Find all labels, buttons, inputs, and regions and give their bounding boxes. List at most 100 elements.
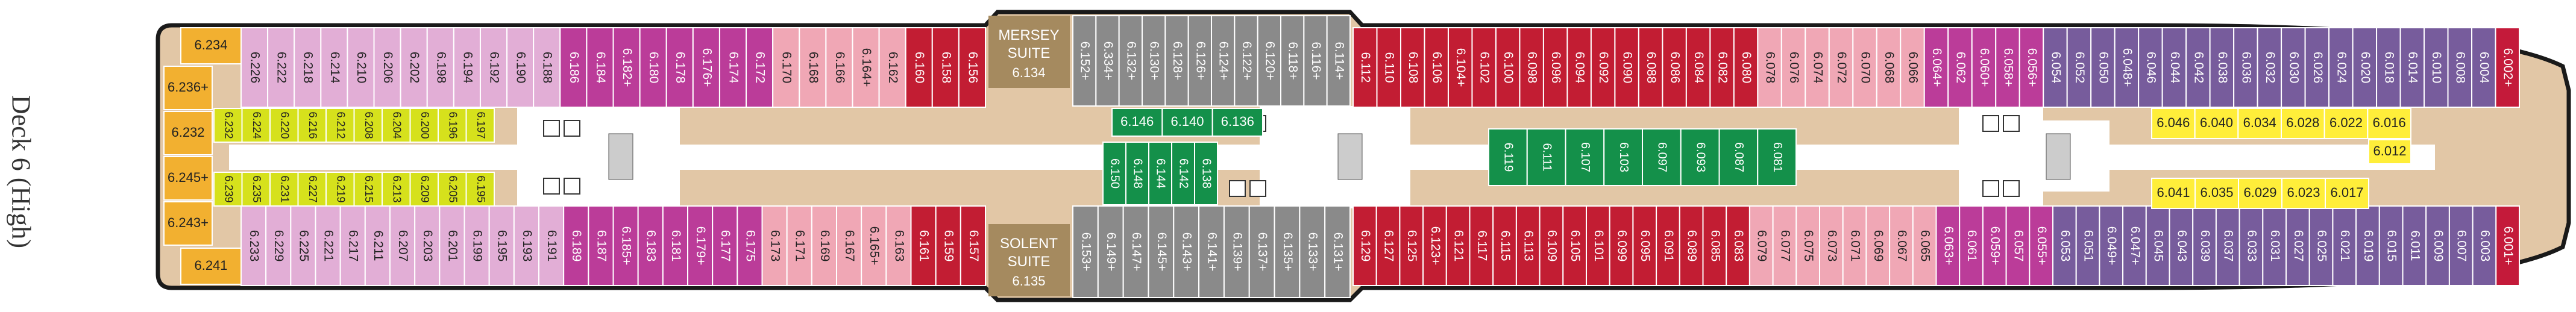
- cabin[interactable]: 6.071: [1842, 205, 1867, 286]
- cabin[interactable]: 6.139+: [1223, 205, 1250, 298]
- cabin[interactable]: 6.091: [1656, 205, 1680, 286]
- cabin[interactable]: 6.236+: [163, 66, 213, 110]
- cabin[interactable]: 6.179+: [687, 205, 714, 286]
- cabin[interactable]: 6.101: [1586, 205, 1610, 286]
- cabin[interactable]: 6.026: [2304, 27, 2330, 108]
- cabin[interactable]: 6.098: [1519, 27, 1544, 108]
- cabin[interactable]: 6.075: [1795, 205, 1821, 286]
- cabin[interactable]: 6.185+: [612, 205, 639, 286]
- cabin[interactable]: 6.123+: [1422, 205, 1447, 286]
- cabin[interactable]: 6.107: [1565, 128, 1605, 186]
- cabin[interactable]: 6.039: [2192, 205, 2217, 286]
- cabin[interactable]: 6.094: [1566, 27, 1592, 108]
- cabin[interactable]: 6.241: [180, 248, 242, 285]
- cabin[interactable]: 6.178: [665, 27, 694, 108]
- cabin[interactable]: 6.109: [1539, 205, 1564, 286]
- cabin[interactable]: 6.022: [2323, 108, 2369, 139]
- cabin[interactable]: 6.120+: [1257, 15, 1282, 107]
- cabin[interactable]: 6.031: [2262, 205, 2287, 286]
- cabin[interactable]: 6.232: [163, 111, 213, 155]
- cabin[interactable]: 6.051: [2075, 205, 2100, 286]
- mersey-suite[interactable]: MERSEY SUITE 6.134: [988, 16, 1070, 88]
- cabin[interactable]: 6.081: [1757, 128, 1797, 186]
- cabin[interactable]: 6.003: [2472, 205, 2497, 286]
- cabin[interactable]: 6.057: [2005, 205, 2031, 286]
- cabin[interactable]: 6.069: [1865, 205, 1891, 286]
- cabin[interactable]: 6.221: [315, 205, 341, 286]
- cabin[interactable]: 6.211: [364, 205, 391, 286]
- cabin[interactable]: 6.037: [2215, 205, 2240, 286]
- cabin[interactable]: 6.093: [1680, 128, 1720, 186]
- cabin[interactable]: 6.063+: [1935, 205, 1961, 286]
- cabin[interactable]: 6.165+: [861, 205, 887, 286]
- cabin[interactable]: 6.135+: [1274, 205, 1301, 298]
- cabin[interactable]: 6.114+: [1326, 15, 1351, 107]
- cabin[interactable]: 6.140: [1161, 108, 1213, 137]
- cabin[interactable]: 6.226: [240, 27, 269, 108]
- cabin[interactable]: 6.040: [2194, 108, 2239, 139]
- cabin[interactable]: 6.174: [718, 27, 747, 108]
- cabin[interactable]: 6.070: [1852, 27, 1877, 108]
- cabin[interactable]: 6.214: [320, 27, 348, 108]
- cabin[interactable]: 6.334+: [1095, 15, 1120, 107]
- cabin[interactable]: 6.222: [267, 27, 295, 108]
- cabin[interactable]: 6.203: [414, 205, 441, 286]
- cabin[interactable]: 6.076: [1780, 27, 1806, 108]
- cabin[interactable]: 6.224: [241, 108, 271, 143]
- cabin[interactable]: 6.195: [488, 205, 515, 286]
- cabin[interactable]: 6.172: [746, 27, 774, 108]
- cabin[interactable]: 6.235: [241, 172, 271, 207]
- cabin[interactable]: 6.001+: [2495, 205, 2520, 286]
- cabin[interactable]: 6.014: [2399, 27, 2425, 108]
- cabin[interactable]: 6.099: [1609, 205, 1634, 286]
- cabin[interactable]: 6.032: [2257, 27, 2282, 108]
- cabin[interactable]: 6.191: [538, 205, 565, 286]
- cabin[interactable]: 6.121: [1445, 205, 1471, 286]
- cabin[interactable]: 6.173: [761, 205, 788, 286]
- cabin[interactable]: 6.171: [786, 205, 812, 286]
- cabin[interactable]: 6.146: [1111, 108, 1163, 137]
- cabin[interactable]: 6.176+: [692, 27, 720, 108]
- cabin[interactable]: 6.072: [1828, 27, 1854, 108]
- cabin[interactable]: 6.127: [1375, 205, 1401, 286]
- cabin[interactable]: 6.131+: [1324, 205, 1351, 298]
- cabin[interactable]: 6.124+: [1211, 15, 1236, 107]
- cabin[interactable]: 6.016: [2367, 108, 2411, 139]
- cabin[interactable]: 6.212: [325, 108, 355, 143]
- cabin[interactable]: 6.008: [2447, 27, 2473, 108]
- cabin[interactable]: 6.219: [325, 172, 355, 207]
- cabin[interactable]: 6.148: [1125, 142, 1149, 205]
- cabin[interactable]: 6.086: [1662, 27, 1687, 108]
- cabin[interactable]: 6.080: [1733, 27, 1759, 108]
- cabin[interactable]: 6.181: [662, 205, 689, 286]
- cabin[interactable]: 6.126+: [1187, 15, 1212, 107]
- cabin[interactable]: 6.050: [2090, 27, 2116, 108]
- cabin[interactable]: 6.077: [1772, 205, 1797, 286]
- cabin[interactable]: 6.229: [265, 205, 292, 286]
- cabin[interactable]: 6.054: [2043, 27, 2068, 108]
- cabin[interactable]: 6.023: [2281, 178, 2326, 209]
- cabin[interactable]: 6.087: [1718, 128, 1759, 186]
- cabin[interactable]: 6.175: [737, 205, 763, 286]
- cabin[interactable]: 6.144: [1148, 142, 1172, 205]
- cabin[interactable]: 6.035: [2194, 178, 2239, 209]
- cabin[interactable]: 6.059+: [1982, 205, 2007, 286]
- cabin[interactable]: 6.088: [1638, 27, 1663, 108]
- cabin[interactable]: 6.017: [2325, 178, 2369, 209]
- cabin[interactable]: 6.156: [958, 27, 986, 108]
- cabin[interactable]: 6.085: [1702, 205, 1727, 286]
- cabin[interactable]: 6.218: [294, 27, 322, 108]
- cabin[interactable]: 6.147+: [1122, 205, 1149, 298]
- cabin[interactable]: 6.193: [513, 205, 539, 286]
- cabin[interactable]: 6.149+: [1097, 205, 1124, 298]
- cabin[interactable]: 6.046: [2138, 27, 2163, 108]
- cabin[interactable]: 6.189: [563, 205, 589, 286]
- cabin[interactable]: 6.083: [1726, 205, 1750, 286]
- cabin[interactable]: 6.220: [269, 108, 299, 143]
- cabin[interactable]: 6.041: [2151, 178, 2196, 209]
- cabin[interactable]: 6.089: [1679, 205, 1704, 286]
- cabin[interactable]: 6.187: [588, 205, 614, 286]
- cabin[interactable]: 6.113: [1515, 205, 1541, 286]
- cabin[interactable]: 6.231: [269, 172, 299, 207]
- cabin[interactable]: 6.209: [409, 172, 439, 207]
